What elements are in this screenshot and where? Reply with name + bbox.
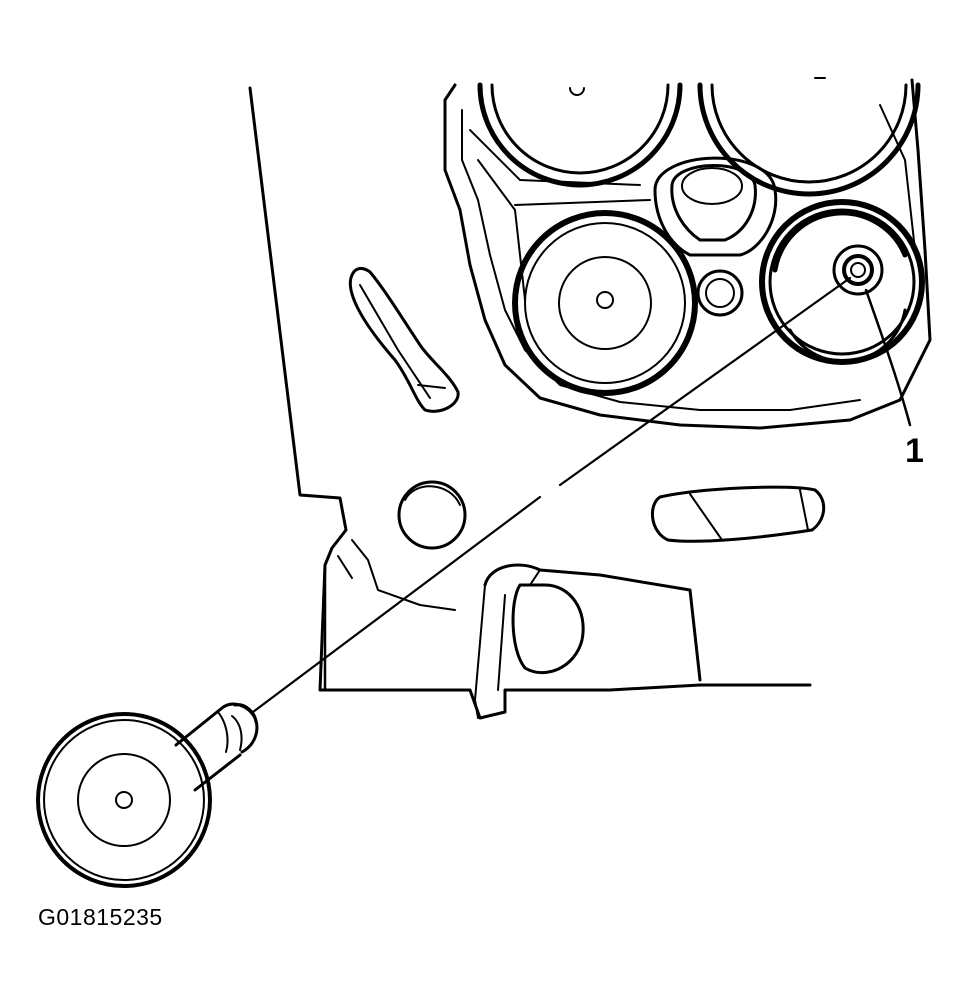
upper-valve-seats [477, 77, 921, 197]
figure-id: G01815235 [38, 904, 163, 930]
valve [36, 702, 259, 888]
intake-valve-seat [512, 210, 698, 396]
exhaust-valve-seat [759, 199, 925, 365]
cylinder-head-casting [248, 78, 932, 720]
casting-details [348, 266, 826, 719]
callout-1-label: 1 [905, 432, 924, 470]
installation-line [251, 276, 852, 714]
callout-leader-line [864, 288, 912, 427]
